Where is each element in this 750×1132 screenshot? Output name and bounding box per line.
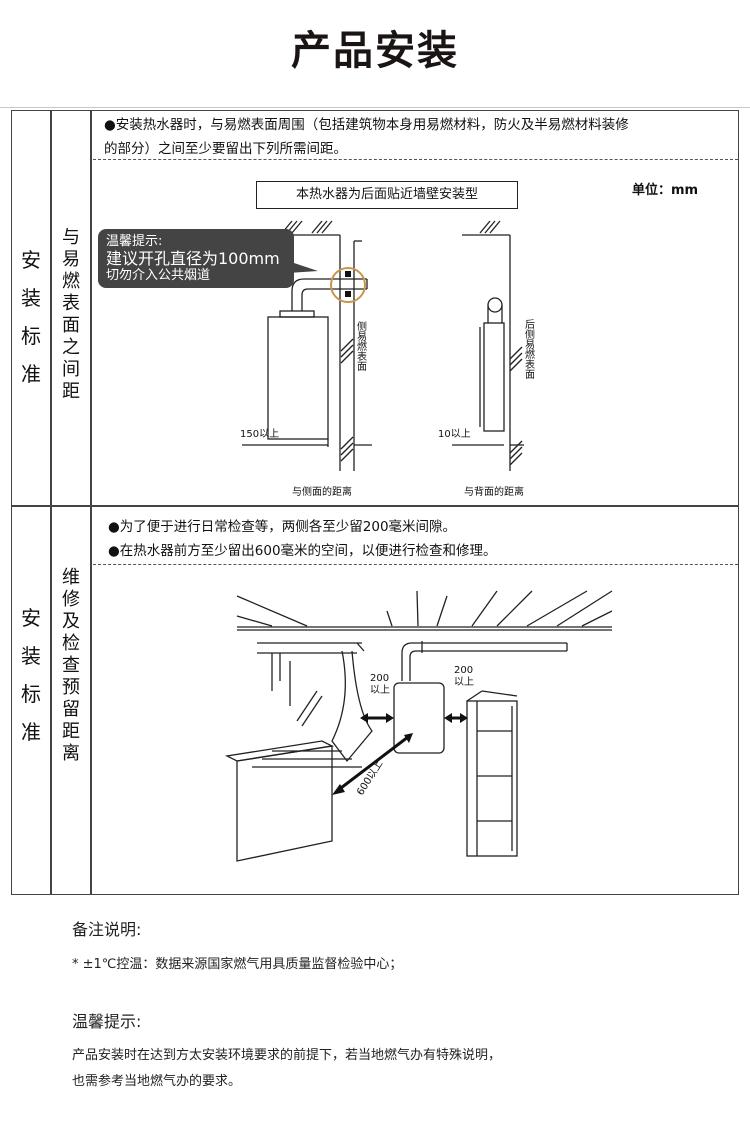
char: 留 <box>62 699 80 720</box>
char: 安 <box>21 248 41 272</box>
right-gap-value: 200 <box>454 665 473 676</box>
bullet-line: ●安装热水器时，与易燃表面周围（包括建筑物本身用易燃材料，防火及半易燃材料装修 <box>104 117 629 133</box>
curtain <box>331 650 373 763</box>
front-gap-label: 600以上 <box>354 758 385 798</box>
char: 预 <box>62 677 80 698</box>
char: 装 <box>21 644 41 668</box>
column-divider <box>90 111 92 894</box>
char: 准 <box>21 362 41 386</box>
tip-line: 切勿介入公共烟道 <box>106 268 211 283</box>
row1-category: 安 装 标 准 <box>12 241 50 393</box>
char: 检 <box>62 633 80 654</box>
gap-arrows <box>336 716 464 793</box>
window <box>252 642 365 768</box>
tip-pointer <box>288 261 318 273</box>
bullet-line: 的部分）之间至少要留出下列所需间距。 <box>104 141 347 157</box>
char: 易 <box>62 249 80 270</box>
pipe-seal <box>345 271 351 277</box>
left-gap-unit: 以上 <box>370 684 390 696</box>
char: 修 <box>62 589 80 610</box>
char: 标 <box>21 682 41 706</box>
dashed-separator <box>93 159 738 160</box>
row2-bullets: ●为了便于进行日常检查等，两侧各至少留200毫米间隙。 ●在热水器前方至少留出6… <box>108 515 497 563</box>
remarks-heading: 备注说明: <box>72 920 142 939</box>
column-divider <box>50 111 52 894</box>
right-gap-unit: 以上 <box>454 676 474 688</box>
highlight-circle <box>330 267 366 303</box>
dashed-separator <box>93 564 738 565</box>
row-divider <box>12 505 738 507</box>
unit-label: 单位：mm <box>632 183 699 198</box>
title-divider <box>0 107 750 108</box>
tips-line: 产品安装时在达到方太安装环境要求的前提下，若当地燃气办有特殊说明， <box>72 1048 502 1063</box>
bullet-line: ●在热水器前方至少留出600毫米的空间，以便进行检查和修理。 <box>108 543 497 559</box>
heater-back-view <box>483 322 505 432</box>
tips-body: 产品安装时在达到方太安装环境要求的前提下，若当地燃气办有特殊说明， 也需参考当地… <box>72 1043 501 1095</box>
mounting-type-box: 本热水器为后面贴近墙壁安装型 <box>256 181 518 209</box>
back-wall-label: 后侧易燃表面 <box>523 319 535 380</box>
side-wall-label: 侧易燃表面 <box>355 320 367 372</box>
ceiling <box>236 590 613 631</box>
char: 表 <box>62 293 80 314</box>
side-distance-label: 150以上 <box>240 428 279 440</box>
tips-line: 也需参考当地燃气办的要求。 <box>72 1074 242 1089</box>
char: 间 <box>62 359 80 380</box>
side-caption: 与侧面的距离 <box>292 485 352 498</box>
remarks-note: * ±1℃控温：数据来源国家燃气用具质量监督检验中心； <box>72 957 403 972</box>
char: 准 <box>21 720 41 744</box>
tips-heading: 温馨提示: <box>72 1012 142 1031</box>
char: 装 <box>21 286 41 310</box>
cabinet-box <box>224 740 335 862</box>
char: 与 <box>62 227 80 248</box>
front-gap-arrow <box>336 735 409 793</box>
row1-bullets: ●安装热水器时，与易燃表面周围（包括建筑物本身用易燃材料，防火及半易燃材料装修 … <box>104 113 629 161</box>
char: 燃 <box>62 271 80 292</box>
tip-title: 温馨提示: <box>106 234 163 249</box>
flue-pipe <box>291 278 367 311</box>
char: 及 <box>62 611 80 632</box>
bullet-line: ●为了便于进行日常检查等，两侧各至少留200毫米间隙。 <box>108 519 457 535</box>
char: 面 <box>62 315 80 336</box>
char: 之 <box>62 337 80 358</box>
row2-category: 安 装 标 准 <box>12 599 50 751</box>
back-caption: 与背面的距离 <box>464 485 524 498</box>
left-gap-value: 200 <box>370 673 389 684</box>
back-distance-label: 10以上 <box>438 428 471 440</box>
tip-bubble: 温馨提示: 建议开孔直径为100mm 切勿介入公共烟道 <box>98 229 294 288</box>
char: 离 <box>62 743 80 764</box>
char: 安 <box>21 606 41 630</box>
char: 查 <box>62 655 80 676</box>
maintenance-diagram: 200 以上 200 以上 600以上 <box>224 590 613 862</box>
clearance-diagram: 150以上 10以上 与侧面的距离 与背面的距离 侧易燃表面 后侧易燃表面 <box>240 220 535 498</box>
shelf-unit <box>466 690 518 857</box>
tip-line: 建议开孔直径为100mm <box>106 249 280 268</box>
heater-side-view <box>267 316 329 440</box>
installation-table: 安 装 标 准 与 易 燃 表 面 之 间 距 ●安装热水器时，与易燃表面周围（… <box>11 110 739 895</box>
char: 标 <box>21 324 41 348</box>
char: 距 <box>62 381 80 402</box>
row2-subcategory: 维 修 及 检 查 预 留 距 离 <box>51 567 91 765</box>
row1-subcategory: 与 易 燃 表 面 之 间 距 <box>51 227 91 403</box>
flue-pipe <box>401 641 568 681</box>
char: 维 <box>62 567 80 588</box>
char: 距 <box>62 721 80 742</box>
page-title: 产品安装 <box>291 28 459 74</box>
